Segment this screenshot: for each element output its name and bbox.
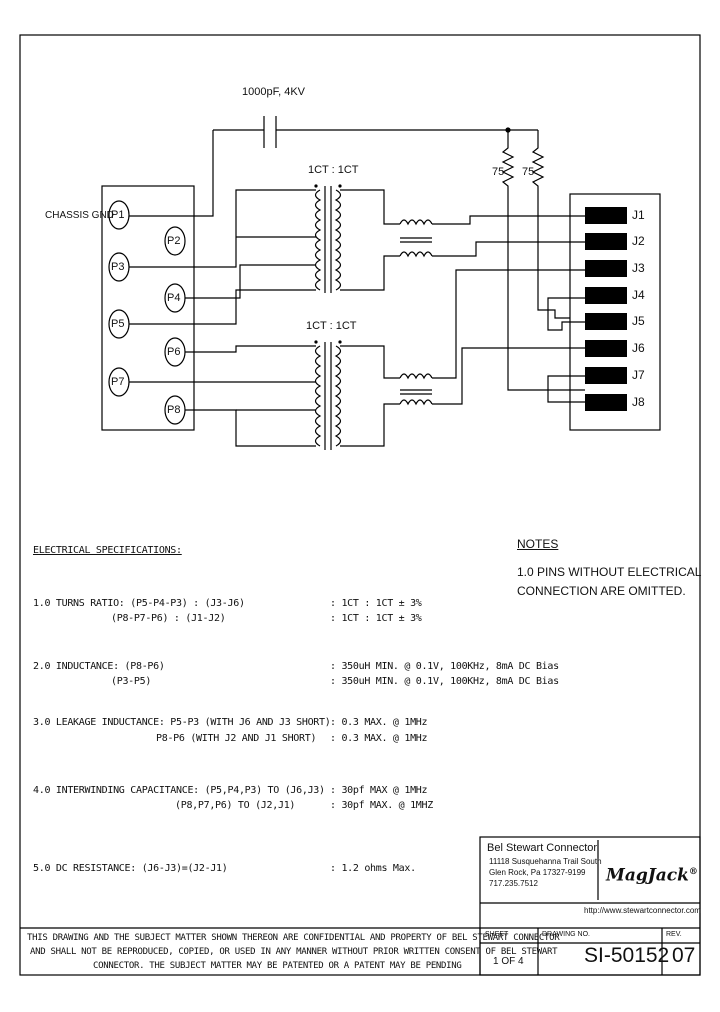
disclaimer-line-3: CONNECTOR. THE SUBJECT MATTER MAY BE PAT… — [93, 961, 462, 971]
company-address-2: Glen Rock, Pa 17327-9199 — [489, 868, 586, 877]
title-block-frame — [479, 836, 701, 976]
connector-box-left — [101, 185, 195, 431]
sheet-value: 1 OF 4 — [493, 956, 524, 967]
pin-j3: J3 — [632, 261, 645, 275]
spec-row-left: P8-P6 (WITH J2 AND J1 SHORT) — [156, 733, 317, 744]
disclaimer-line-1: THIS DRAWING AND THE SUBJECT MATTER SHOW… — [27, 933, 560, 943]
spec-row-left: (P8-P7-P6) : (J1-J2) — [111, 613, 226, 624]
spec-row-right: : 350uH MIN. @ 0.1V, 100KHz, 8mA DC Bias — [330, 676, 559, 687]
spec-row-right: : 1.2 ohms Max. — [330, 863, 416, 874]
pin-p3: P3 — [111, 261, 125, 273]
pin-j8: J8 — [632, 395, 645, 409]
pin-j1: J1 — [632, 208, 645, 222]
j-pin-bars — [585, 207, 627, 411]
pin-p2: P2 — [167, 235, 181, 247]
magjack-logo: MagJack® — [606, 865, 698, 886]
pin-p8: P8 — [167, 404, 181, 416]
notes-line-1: 1.0 PINS WITHOUT ELECTRICAL — [517, 565, 702, 579]
specs-title: ELECTRICAL SPECIFICATIONS: — [33, 545, 182, 556]
pin-j6: J6 — [632, 341, 645, 355]
spec-row-left: 5.0 DC RESISTANCE: (J6-J3)=(J2-J1) — [33, 863, 228, 874]
spec-row-left: 4.0 INTERWINDING CAPACITANCE: (P5,P4,P3)… — [33, 785, 325, 796]
drawing-no-label: DRAWING NO. — [542, 931, 590, 938]
spec-row-right: : 1CT : 1CT ± 3% — [330, 613, 422, 624]
pin-p4: P4 — [167, 292, 181, 304]
drawing-number: SI-50152 — [584, 944, 670, 967]
disclaimer-line-2: AND SHALL NOT BE REPRODUCED, COPIED, OR … — [30, 947, 558, 957]
pin-p5: P5 — [111, 318, 125, 330]
ratio-label-top: 1CT : 1CT — [308, 164, 359, 176]
spec-row-left: 2.0 INDUCTANCE: (P8-P6) — [33, 661, 165, 672]
notes-title: NOTES — [517, 537, 559, 551]
resistor-label-2: 75 — [522, 166, 535, 178]
spec-row-right: : 30pf MAX @ 1MHz — [330, 785, 428, 796]
rev-label: REV. — [666, 931, 682, 938]
pin-j2: J2 — [632, 234, 645, 248]
pin-j7: J7 — [632, 368, 645, 382]
pin-j5: J5 — [632, 314, 645, 328]
company-address-1: 11118 Susquehanna Trail South — [489, 857, 602, 866]
spec-row-left: 3.0 LEAKAGE INDUCTANCE: P5-P3 (WITH J6 A… — [33, 717, 331, 728]
capacitor-label: 1000pF, 4KV — [242, 86, 305, 98]
company-url: http://www.stewartconnector.com — [584, 906, 701, 915]
spec-row-right: : 1CT : 1CT ± 3% — [330, 598, 422, 609]
chassis-gnd-label: CHASSIS GND — [45, 210, 114, 221]
company-phone: 717.235.7512 — [489, 879, 538, 888]
spec-row-right: : 30pf MAX. @ 1MHZ — [330, 800, 433, 811]
spec-row-right: : 350uH MIN. @ 0.1V, 100KHz, 8mA DC Bias — [330, 661, 559, 672]
spec-row-left: 1.0 TURNS RATIO: (P5-P4-P3) : (J3-J6) — [33, 598, 245, 609]
pin-j4: J4 — [632, 288, 645, 302]
pin-p7: P7 — [111, 376, 125, 388]
spec-row-left: (P8,P7,P6) TO (J2,J1) — [175, 800, 296, 811]
pin-p1: P1 — [111, 209, 125, 221]
resistor-label-1: 75 — [492, 166, 505, 178]
pin-p6: P6 — [167, 346, 181, 358]
notes-line-2: CONNECTION ARE OMITTED. — [517, 584, 686, 598]
revision-number: 07 — [672, 944, 696, 967]
ratio-label-bottom: 1CT : 1CT — [306, 320, 357, 332]
connector-box-right — [569, 193, 661, 431]
spec-row-left: (P3-P5) — [111, 676, 152, 687]
sheet-label: SHEET — [485, 931, 509, 938]
spec-row-right: : 0.3 MAX. @ 1MHz — [330, 733, 428, 744]
spec-row-right: : 0.3 MAX. @ 1MHz — [330, 717, 428, 728]
company-name: Bel Stewart Connector — [487, 842, 598, 854]
outer-border — [19, 34, 701, 976]
